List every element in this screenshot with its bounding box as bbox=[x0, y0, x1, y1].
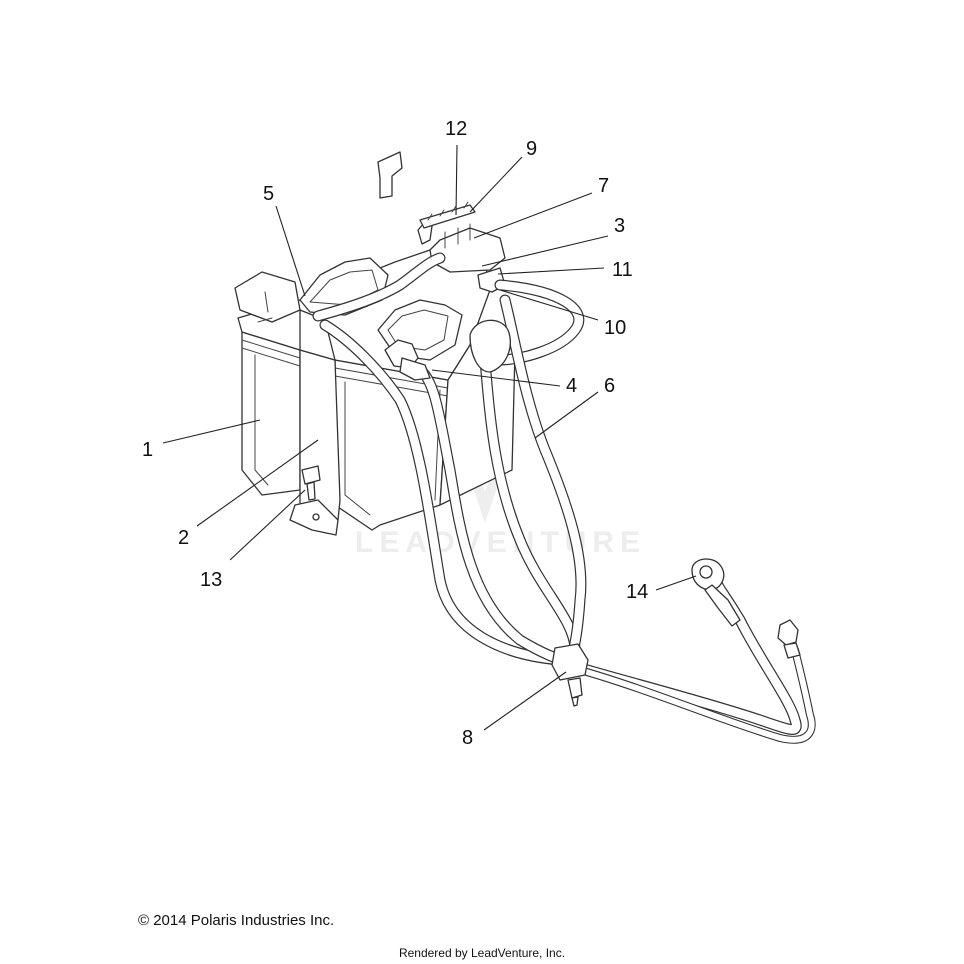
cable-clamp bbox=[551, 643, 589, 707]
ring-terminal bbox=[691, 558, 741, 627]
callout-label-1: 1 bbox=[142, 439, 153, 461]
callout-3: 3 bbox=[481, 215, 625, 267]
copyright-text: © 2014 Polaris Industries Inc. bbox=[138, 912, 335, 929]
terminal-boot bbox=[469, 319, 511, 373]
callout-label-14: 14 bbox=[626, 581, 648, 603]
callout-11: 11 bbox=[497, 259, 633, 281]
callout-6: 6 bbox=[534, 375, 615, 439]
callout-4: 4 bbox=[431, 369, 577, 397]
callout-7: 7 bbox=[473, 175, 609, 239]
rendered-by-text: Rendered by LeadVenture, Inc. bbox=[398, 946, 566, 960]
callout-label-7: 7 bbox=[598, 175, 609, 197]
callout-label-6: 6 bbox=[604, 375, 615, 397]
callout-label-8: 8 bbox=[462, 727, 473, 749]
callout-5: 5 bbox=[263, 183, 306, 297]
callout-12: 12 bbox=[445, 118, 467, 216]
callout-label-13: 13 bbox=[200, 569, 222, 591]
callout-label-2: 2 bbox=[178, 527, 189, 549]
positive-terminal bbox=[384, 339, 431, 381]
strap-bolt bbox=[301, 465, 321, 501]
watermark-text: LEADVENTURE bbox=[355, 526, 646, 559]
callout-10: 10 bbox=[499, 289, 626, 339]
hold-down-strap bbox=[289, 309, 341, 536]
callout-label-11: 11 bbox=[612, 259, 633, 281]
callout-14: 14 bbox=[626, 575, 697, 603]
right-connector bbox=[777, 619, 801, 659]
callout-label-10: 10 bbox=[604, 317, 626, 339]
callout-label-4: 4 bbox=[566, 375, 577, 397]
callout-label-9: 9 bbox=[526, 138, 537, 160]
callout-8: 8 bbox=[462, 671, 567, 749]
terminal-block-assembly bbox=[377, 151, 506, 293]
callout-label-12: 12 bbox=[445, 118, 467, 140]
callout-13: 13 bbox=[200, 489, 306, 591]
callout-label-5: 5 bbox=[263, 183, 274, 205]
callout-2: 2 bbox=[178, 439, 319, 549]
callout-1: 1 bbox=[142, 419, 261, 461]
callout-label-3: 3 bbox=[614, 215, 625, 237]
callout-9: 9 bbox=[469, 138, 537, 213]
